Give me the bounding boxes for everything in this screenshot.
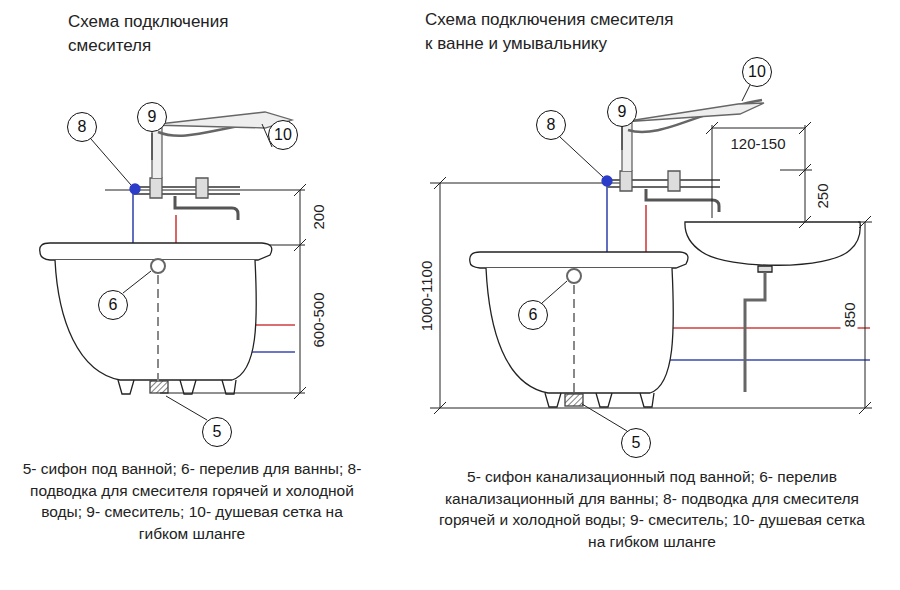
spout (646, 189, 719, 212)
caption: 5- сифон канализационный под ванной; 6- … (432, 466, 872, 553)
dimension-ticks (859, 216, 871, 414)
bathtub-body (55, 260, 256, 380)
callout-number: 10 (748, 64, 766, 80)
title: Схема подключения смесителя (68, 10, 243, 58)
basin-outlet (758, 266, 772, 272)
callout-number: 5 (213, 424, 222, 440)
dimension: 120-150 (728, 135, 787, 152)
dimension-ticks (434, 177, 446, 414)
callout-number: 5 (632, 435, 641, 451)
mixer-valves (620, 171, 680, 191)
basin-drain (745, 272, 765, 392)
extension-line (270, 245, 305, 246)
callout-circle: 10 (742, 57, 772, 87)
extension-line (712, 125, 713, 218)
callout-circle: 9 (137, 102, 167, 132)
callout-circle: 6 (518, 300, 548, 330)
supply-point (130, 184, 140, 194)
dimension-line (865, 222, 866, 408)
callout-number: 6 (529, 307, 538, 323)
dimension: 600-500 (310, 290, 327, 349)
callout-number: 9 (618, 104, 627, 120)
title: Схема подключения смесителя к ванне и ум… (425, 8, 677, 56)
callout-circle: 10 (268, 120, 298, 150)
dimension: 200 (310, 202, 327, 231)
callout-number: 8 (78, 119, 87, 135)
callout-number: 9 (148, 109, 157, 125)
extension-line (780, 170, 812, 171)
dimension-ticks (294, 184, 306, 399)
spout (175, 196, 238, 220)
shower-holder (622, 122, 632, 171)
mixer-body (133, 187, 240, 194)
floor-line (430, 408, 872, 409)
leader-lines (542, 85, 750, 431)
dimension-line (712, 128, 805, 129)
callout-circle: 6 (98, 290, 128, 320)
overflow-pipe (157, 275, 159, 381)
callout-number: 10 (274, 127, 292, 143)
siphon (150, 381, 168, 393)
dimension: 250 (814, 181, 831, 210)
mixer-valves (150, 178, 208, 198)
dimension: 850 (841, 300, 858, 329)
dimension: 1000-1100 (418, 259, 435, 334)
callout-number: 6 (109, 297, 118, 313)
floor-line (160, 393, 305, 394)
callout-circle: 8 (67, 112, 97, 142)
wash-basin (685, 222, 860, 265)
dimension-line (440, 183, 441, 408)
callout-circle: 5 (202, 417, 232, 447)
supply-point (602, 176, 612, 186)
callout-circle: 9 (607, 97, 637, 127)
overflow-pipe (573, 285, 575, 394)
overflow (151, 259, 165, 273)
bathtub-feet (118, 380, 236, 394)
dimension-line (805, 125, 806, 222)
callout-circle: 5 (621, 428, 651, 458)
dimension-ticks (706, 122, 811, 228)
leader-lines (91, 124, 272, 420)
shower-head (622, 103, 764, 122)
callout-number: 8 (547, 117, 556, 133)
bathtub-rim (470, 252, 688, 268)
bathtub-feet (545, 393, 654, 407)
overflow (567, 269, 581, 283)
siphon (565, 394, 583, 406)
bathtub-rim (40, 243, 272, 260)
dimension-line (300, 190, 301, 393)
caption: 5- сифон под ванной; 6- перелив для ванн… (22, 458, 362, 545)
bathtub-body (486, 268, 673, 393)
callout-circle: 8 (536, 110, 566, 140)
